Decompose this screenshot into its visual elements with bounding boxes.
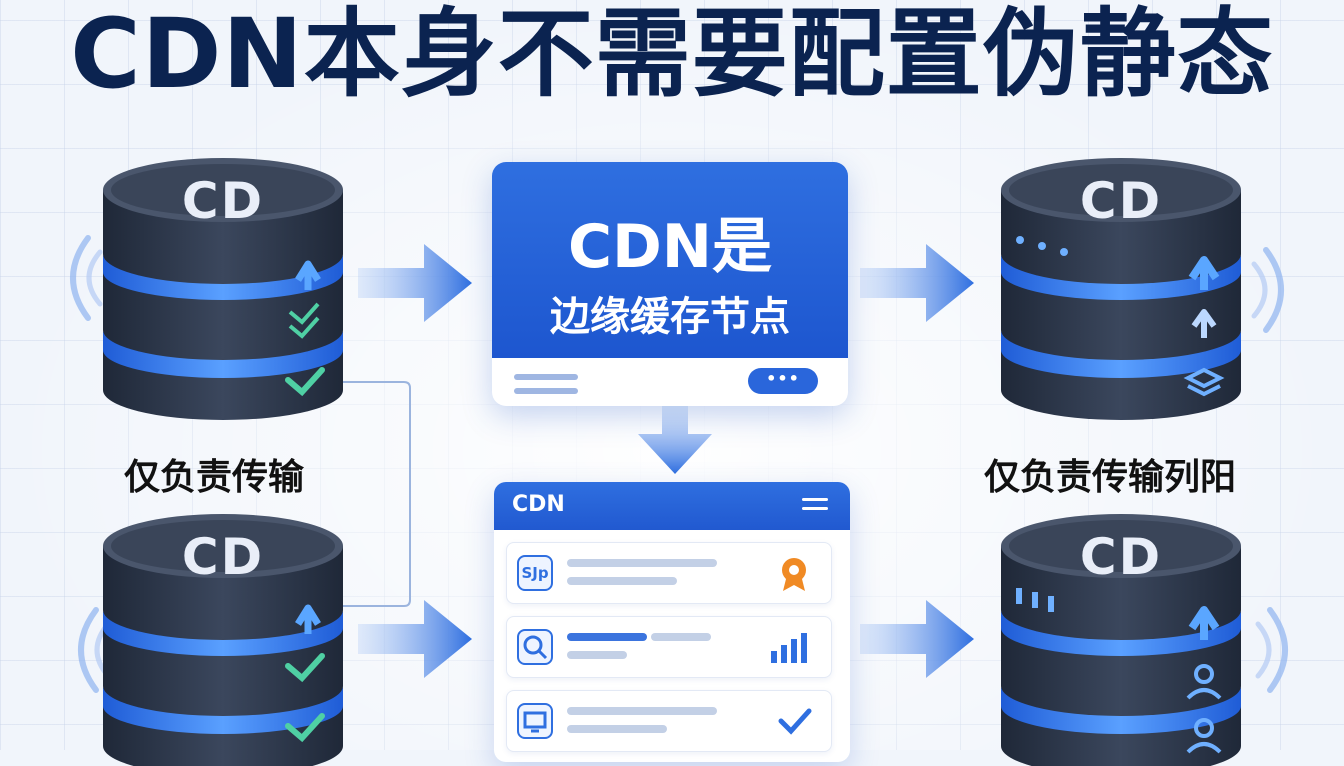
menu-icon[interactable] bbox=[802, 498, 828, 516]
right-signal-icon bbox=[1251, 247, 1284, 333]
card-title: CDN是 bbox=[567, 212, 773, 282]
more-button[interactable]: ••• bbox=[748, 368, 818, 394]
right-caption: 仅负责传输列阳 bbox=[984, 457, 1237, 498]
badge-icon bbox=[782, 558, 806, 591]
card-placeholder-line bbox=[514, 374, 578, 380]
server-bottom-left: CD bbox=[98, 506, 348, 766]
server-top-left: CD bbox=[98, 150, 348, 420]
left-signal-icon bbox=[70, 235, 103, 321]
page-title: CDN本身不需要配置伪静态 bbox=[70, 0, 1274, 110]
arrow-down-icon bbox=[638, 404, 712, 474]
server-label: CD bbox=[1079, 172, 1163, 230]
row-line bbox=[567, 707, 717, 715]
arrow-right-icon bbox=[860, 244, 974, 322]
left-caption: 仅负责传输 bbox=[124, 457, 305, 498]
card-header bbox=[492, 162, 848, 358]
card-placeholder-line bbox=[514, 388, 578, 394]
arrow-right-icon bbox=[358, 244, 472, 322]
panel-title: CDN bbox=[512, 492, 565, 517]
sjp-icon: SJp bbox=[517, 555, 553, 591]
server-bottom-right: CD bbox=[996, 506, 1246, 766]
bar-chart-icon bbox=[771, 633, 807, 663]
server-label: CD bbox=[181, 172, 265, 230]
check-icon bbox=[778, 708, 812, 735]
monitor-icon bbox=[517, 703, 553, 739]
arrow-right-icon bbox=[358, 600, 472, 678]
card-subtitle: 边缘缓存节点 bbox=[550, 294, 790, 340]
panel-header: CDN bbox=[494, 482, 850, 530]
row-line bbox=[567, 577, 677, 585]
right-signal-icon-2 bbox=[1255, 607, 1288, 693]
list-item[interactable] bbox=[506, 690, 832, 752]
row-line bbox=[567, 651, 627, 659]
server-top-right: CD bbox=[996, 150, 1246, 420]
row-line bbox=[567, 633, 647, 641]
server-label: CD bbox=[1079, 528, 1163, 586]
row-line bbox=[567, 725, 667, 733]
row-line bbox=[651, 633, 711, 641]
arrow-right-icon bbox=[860, 600, 974, 678]
connector-line bbox=[340, 381, 411, 607]
server-label: CD bbox=[181, 528, 265, 586]
row-line bbox=[567, 559, 717, 567]
cdn-panel: CDN SJp bbox=[494, 482, 850, 762]
list-item[interactable] bbox=[506, 616, 832, 678]
list-item[interactable]: SJp bbox=[506, 542, 832, 604]
cdn-info-card: CDN是 边缘缓存节点 ••• bbox=[492, 162, 848, 406]
search-icon bbox=[517, 629, 553, 665]
